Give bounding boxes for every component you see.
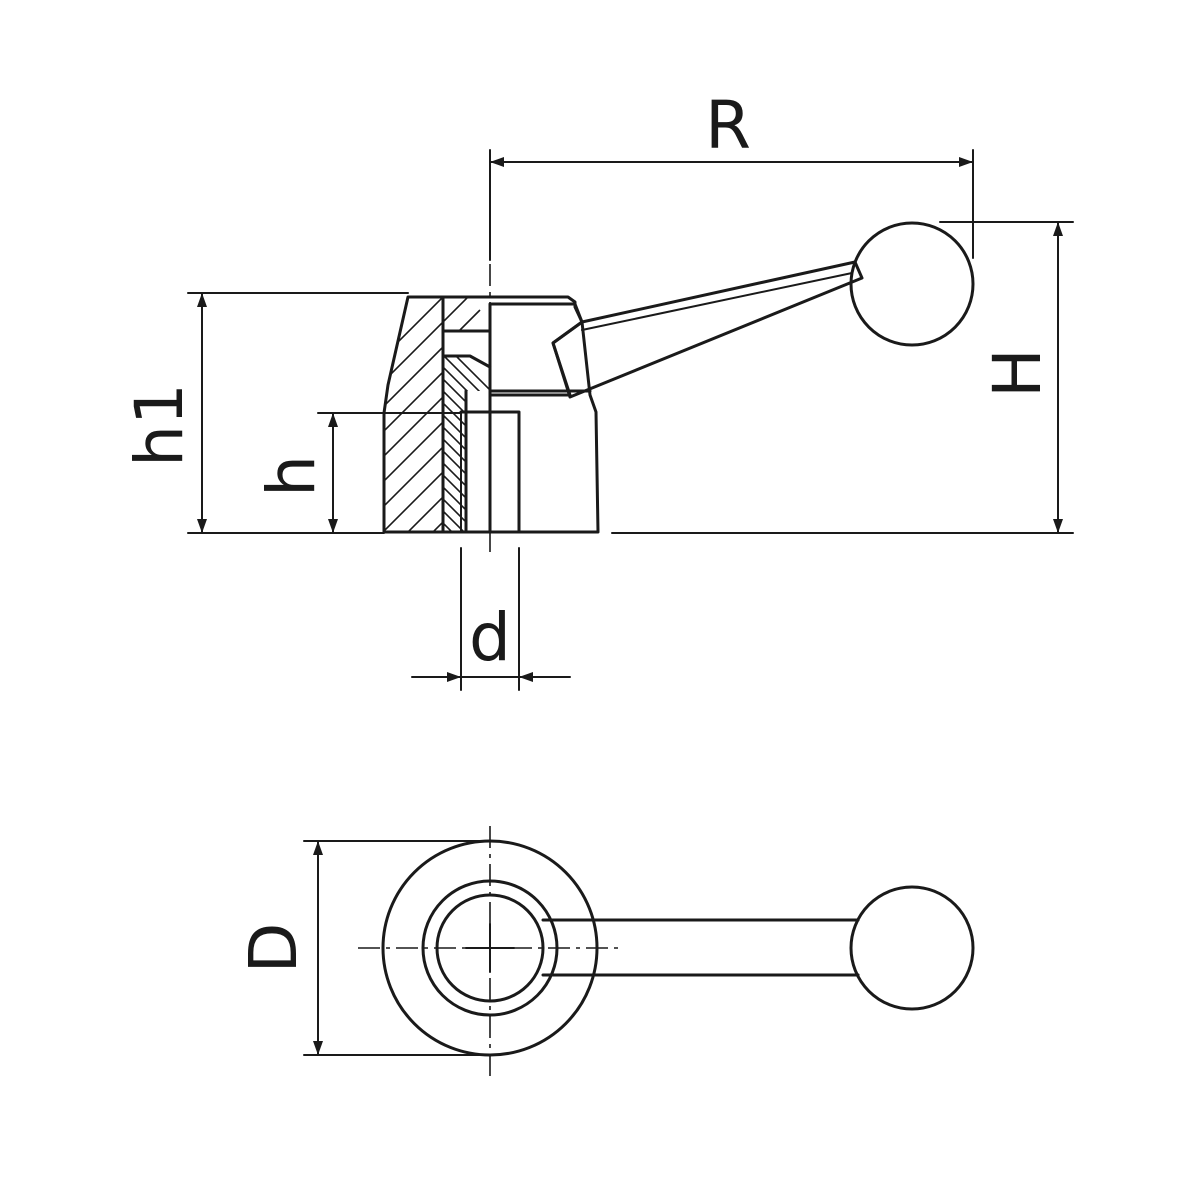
- lever-arm: [551, 260, 864, 399]
- dim-R-label: R: [705, 87, 751, 164]
- lever-arm-edge: [581, 272, 853, 331]
- top-view: [358, 826, 975, 1080]
- cam-head: [488, 302, 584, 397]
- top-lever-ball: [849, 885, 975, 1011]
- side-view: [382, 150, 975, 555]
- dim-H-label: H: [979, 348, 1056, 398]
- dim-D-label: D: [235, 923, 312, 974]
- lever-ball: [849, 221, 975, 347]
- knob-body-outline: [382, 295, 600, 534]
- dimensions-side: R H h1 h d: [121, 87, 1074, 691]
- dim-d-label: d: [469, 599, 511, 676]
- dimensions-top: D: [235, 840, 491, 1056]
- dim-h1-label: h1: [121, 383, 198, 467]
- dim-h-label: h: [253, 455, 330, 497]
- section-hatching-outer: [384, 297, 481, 532]
- top-lever-arm: [541, 918, 860, 977]
- threaded-insert-outline: [441, 354, 492, 534]
